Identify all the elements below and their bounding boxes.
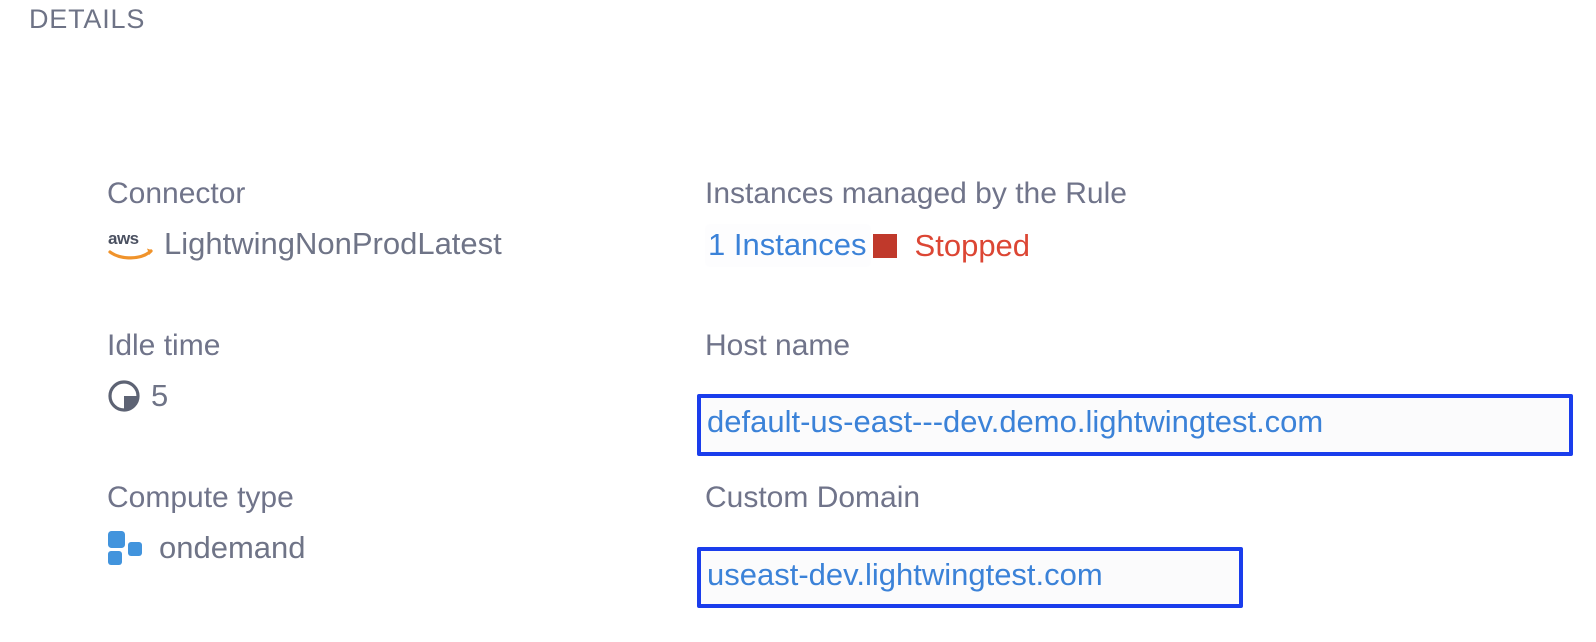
idle-time-value-row: 5 [107,376,220,416]
instances-label: Instances managed by the Rule [705,177,1127,210]
details-row-1: Connector aws LightwingNonProdLatest Ins… [0,176,1596,328]
field-custom-domain: Custom Domain [705,480,920,516]
compute-type-value-row: ondemand [107,528,306,568]
clock-icon [107,379,141,413]
compute-type-label: Compute type [107,481,294,514]
status-badge: Stopped [914,227,1031,263]
stopped-square-icon [872,233,897,258]
connector-label: Connector [107,177,246,210]
details-row-3: Compute type ondemand Custom Domain [0,480,1596,632]
details-row-2: Idle time 5 Host name [0,328,1596,480]
instances-value-row: 1 Instances Stopped [705,224,1127,267]
host-name-highlight-box: default-us-east---dev.demo.lightwingtest… [697,394,1573,456]
page-title: DETAILS [29,4,146,34]
field-host-name: Host name [705,328,850,364]
aws-logo-icon: aws [107,227,155,261]
idle-time-label: Idle time [107,329,221,362]
field-connector: Connector aws LightwingNonProdLatest [107,176,502,264]
field-idle-time: Idle time 5 [107,328,220,416]
idle-time-value: 5 [151,378,169,413]
svg-text:aws: aws [108,229,139,248]
field-instances: Instances managed by the Rule 1 Instance… [705,176,1127,267]
compute-blocks-icon [107,530,147,566]
custom-domain-highlight-box: useast-dev.lightwingtest.com [697,547,1243,608]
details-field-grid: Connector aws LightwingNonProdLatest Ins… [0,176,1596,632]
connector-value: LightwingNonProdLatest [164,226,502,261]
host-name-link[interactable]: default-us-east---dev.demo.lightwingtest… [701,398,1569,452]
compute-type-value: ondemand [159,530,306,565]
field-compute-type: Compute type ondemand [107,480,306,568]
custom-domain-link[interactable]: useast-dev.lightwingtest.com [701,551,1239,604]
host-name-label: Host name [705,329,851,362]
connector-value-row: aws LightwingNonProdLatest [107,224,502,264]
custom-domain-label: Custom Domain [705,481,921,514]
instances-count-link[interactable]: 1 Instances [705,224,871,267]
